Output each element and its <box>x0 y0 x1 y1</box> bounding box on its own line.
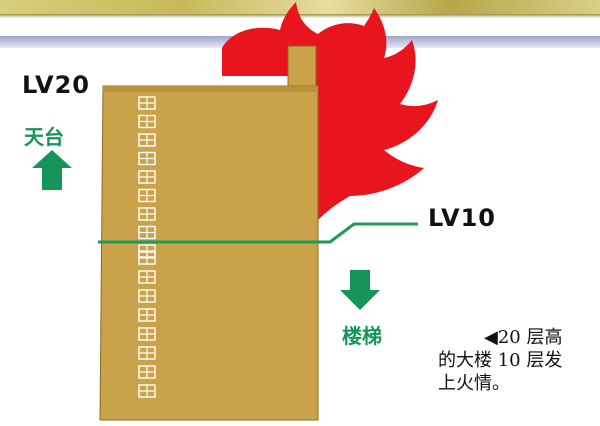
roof-label: 天台 <box>24 125 64 149</box>
window-icon <box>138 270 156 284</box>
window-icon <box>138 170 156 184</box>
down-arrow-icon <box>340 270 380 310</box>
window-icon <box>138 133 156 147</box>
window-column <box>138 96 156 398</box>
window-icon <box>138 251 156 265</box>
fire-flames <box>222 2 438 220</box>
caption-line-2: 的大楼 10 层发 <box>438 350 563 371</box>
stairs-label: 楼梯 <box>342 324 382 348</box>
window-icon <box>138 289 156 303</box>
up-arrow-icon <box>32 150 72 190</box>
window-icon <box>138 114 156 129</box>
fire-floor-line <box>98 222 418 244</box>
top-floor-label: LV20 <box>22 71 90 99</box>
caption: ◀20 层高 的大楼 10 层发 上火情。 <box>438 326 598 395</box>
top-decorative-strip <box>0 0 600 14</box>
window-icon <box>138 308 156 322</box>
window-icon <box>138 225 156 240</box>
fire-floor-label: LV10 <box>428 204 496 232</box>
window-icon <box>138 188 156 203</box>
window-icon <box>138 346 156 360</box>
chimney <box>287 45 317 93</box>
top-strip-shadow <box>0 14 600 18</box>
window-icon <box>138 96 156 110</box>
building-shade <box>103 86 318 92</box>
window-icon <box>138 384 156 398</box>
window-icon <box>138 327 156 341</box>
window-icon <box>138 365 156 379</box>
window-icon <box>138 207 156 221</box>
window-icon <box>138 151 156 166</box>
caption-line-3: 上火情。 <box>438 373 510 394</box>
building-body <box>99 85 319 421</box>
caption-line-1: ◀20 层高 <box>484 327 563 348</box>
